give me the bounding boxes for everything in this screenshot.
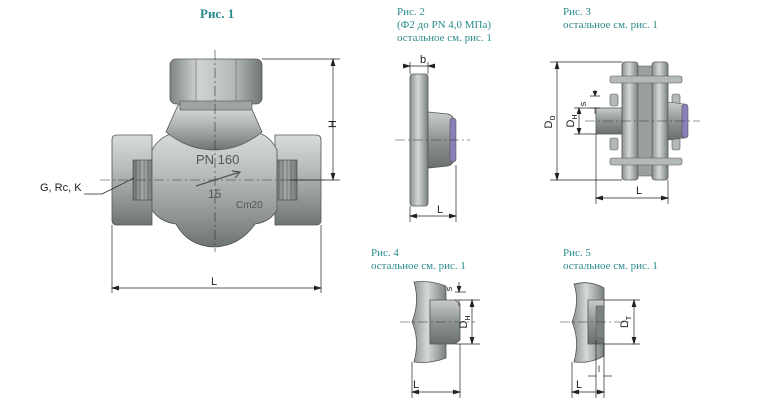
fig5-caption-ref: остальное см. рис. 1 xyxy=(563,260,658,272)
fig1-emboss-material: Cm20 xyxy=(236,200,263,211)
fig3-flanged-assembly xyxy=(585,61,700,181)
fig5-caption: Рис. 5 остальное см. рис. 1 xyxy=(563,247,658,273)
fig5-dimensions xyxy=(570,298,640,398)
fig1-neck xyxy=(165,104,263,151)
fig5-dim-L: L xyxy=(576,379,582,391)
fig3-dim-Do: Do xyxy=(543,116,557,129)
fig2-caption-note: (Ф2 до PN 4,0 МПа) xyxy=(397,19,492,31)
fig1-thread-label: G, Rc, K xyxy=(40,182,82,194)
fig3-caption-title: Рис. 3 xyxy=(563,6,591,18)
fig3-caption-ref: остальное см. рис. 1 xyxy=(563,19,658,31)
fig4-caption-title: Рис. 4 xyxy=(371,247,399,259)
fig5-dim-l: l xyxy=(598,364,600,374)
fig1-dim-H: H xyxy=(327,120,339,128)
fig4-weld-end xyxy=(400,281,475,363)
fig1-caption: Рис. 1 xyxy=(200,6,235,21)
fig1-dim-L: L xyxy=(211,276,217,288)
fig2-dimensions xyxy=(402,62,458,222)
fig2-dim-b: b xyxy=(420,54,426,66)
fig3-dim-s: s xyxy=(578,101,588,106)
fig1-hex-cap xyxy=(169,58,263,105)
fig5-caption-title: Рис. 5 xyxy=(563,247,591,259)
fig2-caption-ref: остальное см. рис. 1 xyxy=(397,32,492,44)
fig1-flow-arrow xyxy=(195,170,242,187)
fig3-dim-Dh: Dн xyxy=(565,115,579,128)
fig3-caption: Рис. 3 остальное см. рис. 1 xyxy=(563,6,658,32)
fig2-caption: Рис. 2 (Ф2 до PN 4,0 МПа) остальное см. … xyxy=(397,6,492,45)
fig2-flange-end xyxy=(395,73,470,207)
fig1-dimensions xyxy=(84,57,340,293)
fig4-caption-ref: остальное см. рис. 1 xyxy=(371,260,466,272)
fig4-dim-Dh: Dн xyxy=(458,316,472,329)
fig4-dim-s: s xyxy=(444,286,454,291)
fig4-dimensions xyxy=(410,282,480,398)
fig5-dim-Dt: Dт xyxy=(619,316,633,328)
fig4-dim-L: L xyxy=(413,379,419,391)
fig1-cap-collar xyxy=(179,100,253,111)
fig2-dim-L: L xyxy=(437,204,443,216)
fig1-emboss-pn: PN 160 xyxy=(196,152,239,167)
fig4-caption: Рис. 4 остальное см. рис. 1 xyxy=(371,247,466,273)
fig2-caption-title: Рис. 2 xyxy=(397,6,425,18)
fig3-dim-L: L xyxy=(636,185,642,197)
fig3-dimensions xyxy=(550,60,670,204)
fig1-valve: PN 160 15 Cm20 xyxy=(100,50,332,252)
